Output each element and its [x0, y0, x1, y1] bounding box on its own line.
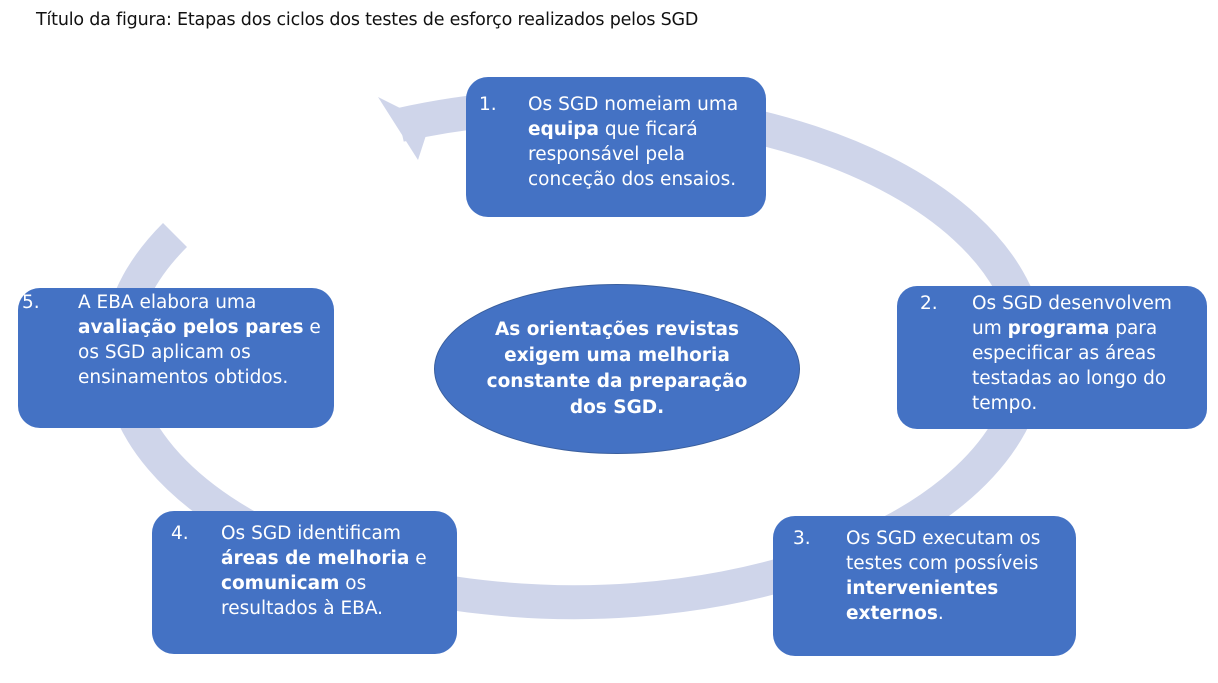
step-4-number: 4. — [171, 523, 189, 544]
emphasis-text: avaliação pelos pares — [78, 317, 304, 338]
step-5-number: 5. — [22, 292, 40, 313]
step-text-segment: Os SGD identificam — [221, 523, 401, 544]
step-5-box: 5. A EBA elabora uma avaliação pelos par… — [18, 288, 334, 428]
emphasis-text: áreas de melhoria — [221, 548, 410, 569]
step-text-segment: que ficará responsável pela conceção dos… — [528, 119, 737, 190]
step-text-segment: Os SGD nomeiam uma — [528, 94, 739, 115]
center-statement: As orientações revistas exigem uma melho… — [434, 284, 800, 454]
step-1-box: 1. Os SGD nomeiam uma equipa que ficará … — [466, 77, 766, 217]
step-text-segment: A EBA elabora uma — [78, 292, 257, 313]
arrowhead-icon — [378, 97, 430, 160]
step-2-box: 2. Os SGD desenvolvem um programa para e… — [897, 286, 1207, 429]
step-3-box: 3. Os SGD executam os testes com possíve… — [773, 516, 1076, 656]
step-1-number: 1. — [479, 94, 497, 115]
step-text-segment: e — [409, 548, 427, 569]
emphasis-text: equipa — [528, 119, 600, 140]
center-text: As orientações revistas exigem uma melho… — [486, 319, 748, 418]
step-text-segment: Os SGD executam os testes com possíveis — [846, 528, 1041, 574]
step-4-text: Os SGD identificam áreas de melhoria e c… — [221, 521, 453, 621]
step-text-segment: Os SGD desenvolvem um — [972, 293, 1172, 339]
step-4-box: 4. Os SGD identificam áreas de melhoria … — [152, 511, 457, 654]
step-text-segment: . — [937, 603, 944, 624]
step-2-text: Os SGD desenvolvem um programa para espe… — [972, 291, 1204, 416]
step-1-text: Os SGD nomeiam uma equipa que ficará res… — [528, 92, 760, 192]
step-text-segment: os resultados à EBA. — [221, 573, 384, 619]
emphasis-text: comunicam — [221, 573, 340, 594]
emphasis-text: programa — [1007, 318, 1110, 339]
step-text-segment: para especificar as áreas testadas ao lo… — [972, 318, 1167, 414]
step-text-segment: e os SGD aplicam os ensinamentos obtidos… — [78, 317, 321, 388]
step-3-number: 3. — [793, 528, 811, 549]
figure-title: Título da figura: Etapas dos ciclos dos … — [36, 10, 699, 30]
step-3-text: Os SGD executam os testes com possíveis … — [846, 526, 1072, 626]
step-2-number: 2. — [920, 293, 938, 314]
emphasis-text: intervenientes externos — [846, 578, 999, 624]
step-5-text: A EBA elabora uma avaliação pelos pares … — [78, 290, 338, 390]
